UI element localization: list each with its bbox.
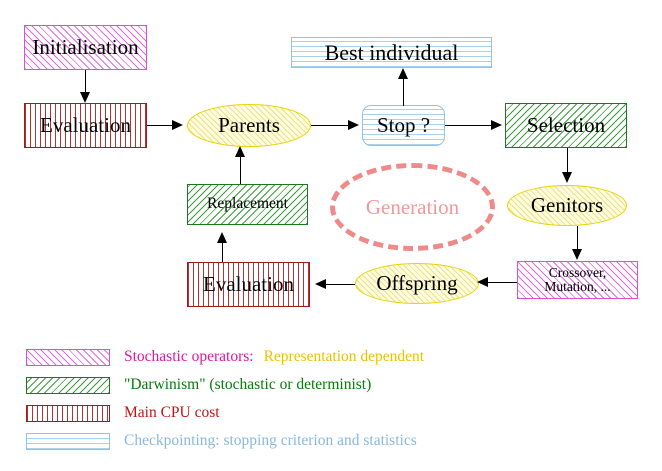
node-crossover-label-line2: Mutation, ... <box>544 279 611 294</box>
edge-selection-to-genitors-arrowhead <box>561 172 572 183</box>
edge-stop-to-best-individual <box>403 73 404 106</box>
edge-stop-to-selection <box>445 125 491 126</box>
edge-evaluation-to-replacement <box>222 237 223 262</box>
node-stop-label: Stop ? <box>376 113 431 138</box>
edge-genitors-to-crossover <box>577 226 578 251</box>
legend-row-stochastic-operators: Stochastic operators: Representation depe… <box>26 348 424 366</box>
edge-offspring-to-evaluation-arrowhead <box>315 278 326 289</box>
node-best-individual[interactable]: Best individual <box>291 37 492 68</box>
edge-genitors-to-crossover-arrowhead <box>571 249 582 260</box>
legend-row-darwinism: "Darwinism" (stochastic or determinist) <box>26 376 371 394</box>
edge-selection-to-genitors <box>567 148 568 174</box>
edge-parents-to-stop <box>311 125 351 126</box>
legend-label-stochastic-operators-primary: Stochastic operators: <box>124 348 254 365</box>
legend-label-main-cpu-cost: Main CPU cost <box>124 404 220 422</box>
legend-label-checkpointing-primary: Checkpointing: stopping criterion and st… <box>124 432 417 449</box>
node-stop[interactable]: Stop ? <box>362 105 445 146</box>
node-offspring[interactable]: Offspring <box>355 263 479 304</box>
node-genitors[interactable]: Genitors <box>507 185 627 226</box>
edge-crossover-to-offspring <box>485 282 517 283</box>
node-replacement[interactable]: Replacement <box>187 184 308 225</box>
legend-swatch-darwinism <box>26 376 110 394</box>
legend-row-main-cpu-cost: Main CPU cost <box>26 404 220 422</box>
legend-row-checkpointing: Checkpointing: stopping criterion and st… <box>26 432 417 450</box>
legend-label-checkpointing: Checkpointing: stopping criterion and st… <box>124 432 417 450</box>
legend-label-darwinism-primary: "Darwinism" (stochastic or determinist) <box>124 376 372 393</box>
legend-label-darwinism: "Darwinism" (stochastic or determinist) <box>124 376 371 394</box>
legend-label-stochastic-operators: Stochastic operators: Representation depe… <box>124 348 424 366</box>
node-crossover-mutation[interactable]: Crossover, Mutation, ... <box>517 261 638 299</box>
edge-replacement-to-parents <box>240 157 241 184</box>
node-evaluation-top-label: Evaluation <box>40 113 131 138</box>
node-replacement-label: Replacement <box>207 195 288 213</box>
node-evaluation-bottom[interactable]: Evaluation <box>187 262 310 307</box>
legend-swatch-stochastic-operators <box>26 348 110 366</box>
node-parents-label: Parents <box>218 113 280 138</box>
edge-evaluation-to-replacement-arrowhead <box>216 232 227 243</box>
node-initialisation-label: Initialisation <box>32 35 139 60</box>
edge-crossover-to-offspring-arrowhead <box>477 276 488 287</box>
node-generation-label: Generation <box>365 194 460 219</box>
edge-replacement-to-parents-arrowhead <box>234 146 245 157</box>
edge-stop-to-selection-arrowhead <box>491 119 502 130</box>
node-offspring-label: Offspring <box>376 271 458 296</box>
edge-parents-to-stop-arrowhead <box>348 119 359 130</box>
legend-swatch-main-cpu-cost <box>26 404 110 422</box>
edge-initialisation-to-evaluation-arrowhead <box>79 92 90 103</box>
node-genitors-label: Genitors <box>530 193 604 218</box>
node-evaluation-bottom-label: Evaluation <box>203 272 294 297</box>
node-selection[interactable]: Selection <box>505 103 627 148</box>
legend-swatch-checkpointing <box>26 432 110 450</box>
legend-label-main-cpu-cost-primary: Main CPU cost <box>124 404 220 421</box>
node-best-individual-label: Best individual <box>324 39 459 65</box>
legend-label-stochastic-operators-secondary: Representation dependent <box>263 348 425 365</box>
node-parents[interactable]: Parents <box>187 104 311 147</box>
edge-evaluation-to-parents <box>147 125 176 126</box>
node-selection-label: Selection <box>526 113 606 138</box>
node-initialisation[interactable]: Initialisation <box>24 25 147 70</box>
edge-evaluation-to-parents-arrowhead <box>172 119 183 130</box>
node-crossover-label-line1: Crossover, <box>548 264 607 280</box>
edge-offspring-to-evaluation <box>326 284 355 285</box>
edge-stop-to-best-individual-arrowhead <box>397 68 408 79</box>
edge-initialisation-to-evaluation <box>85 70 86 96</box>
node-evaluation-top[interactable]: Evaluation <box>24 103 147 148</box>
node-generation-cycle: Generation <box>330 163 495 251</box>
